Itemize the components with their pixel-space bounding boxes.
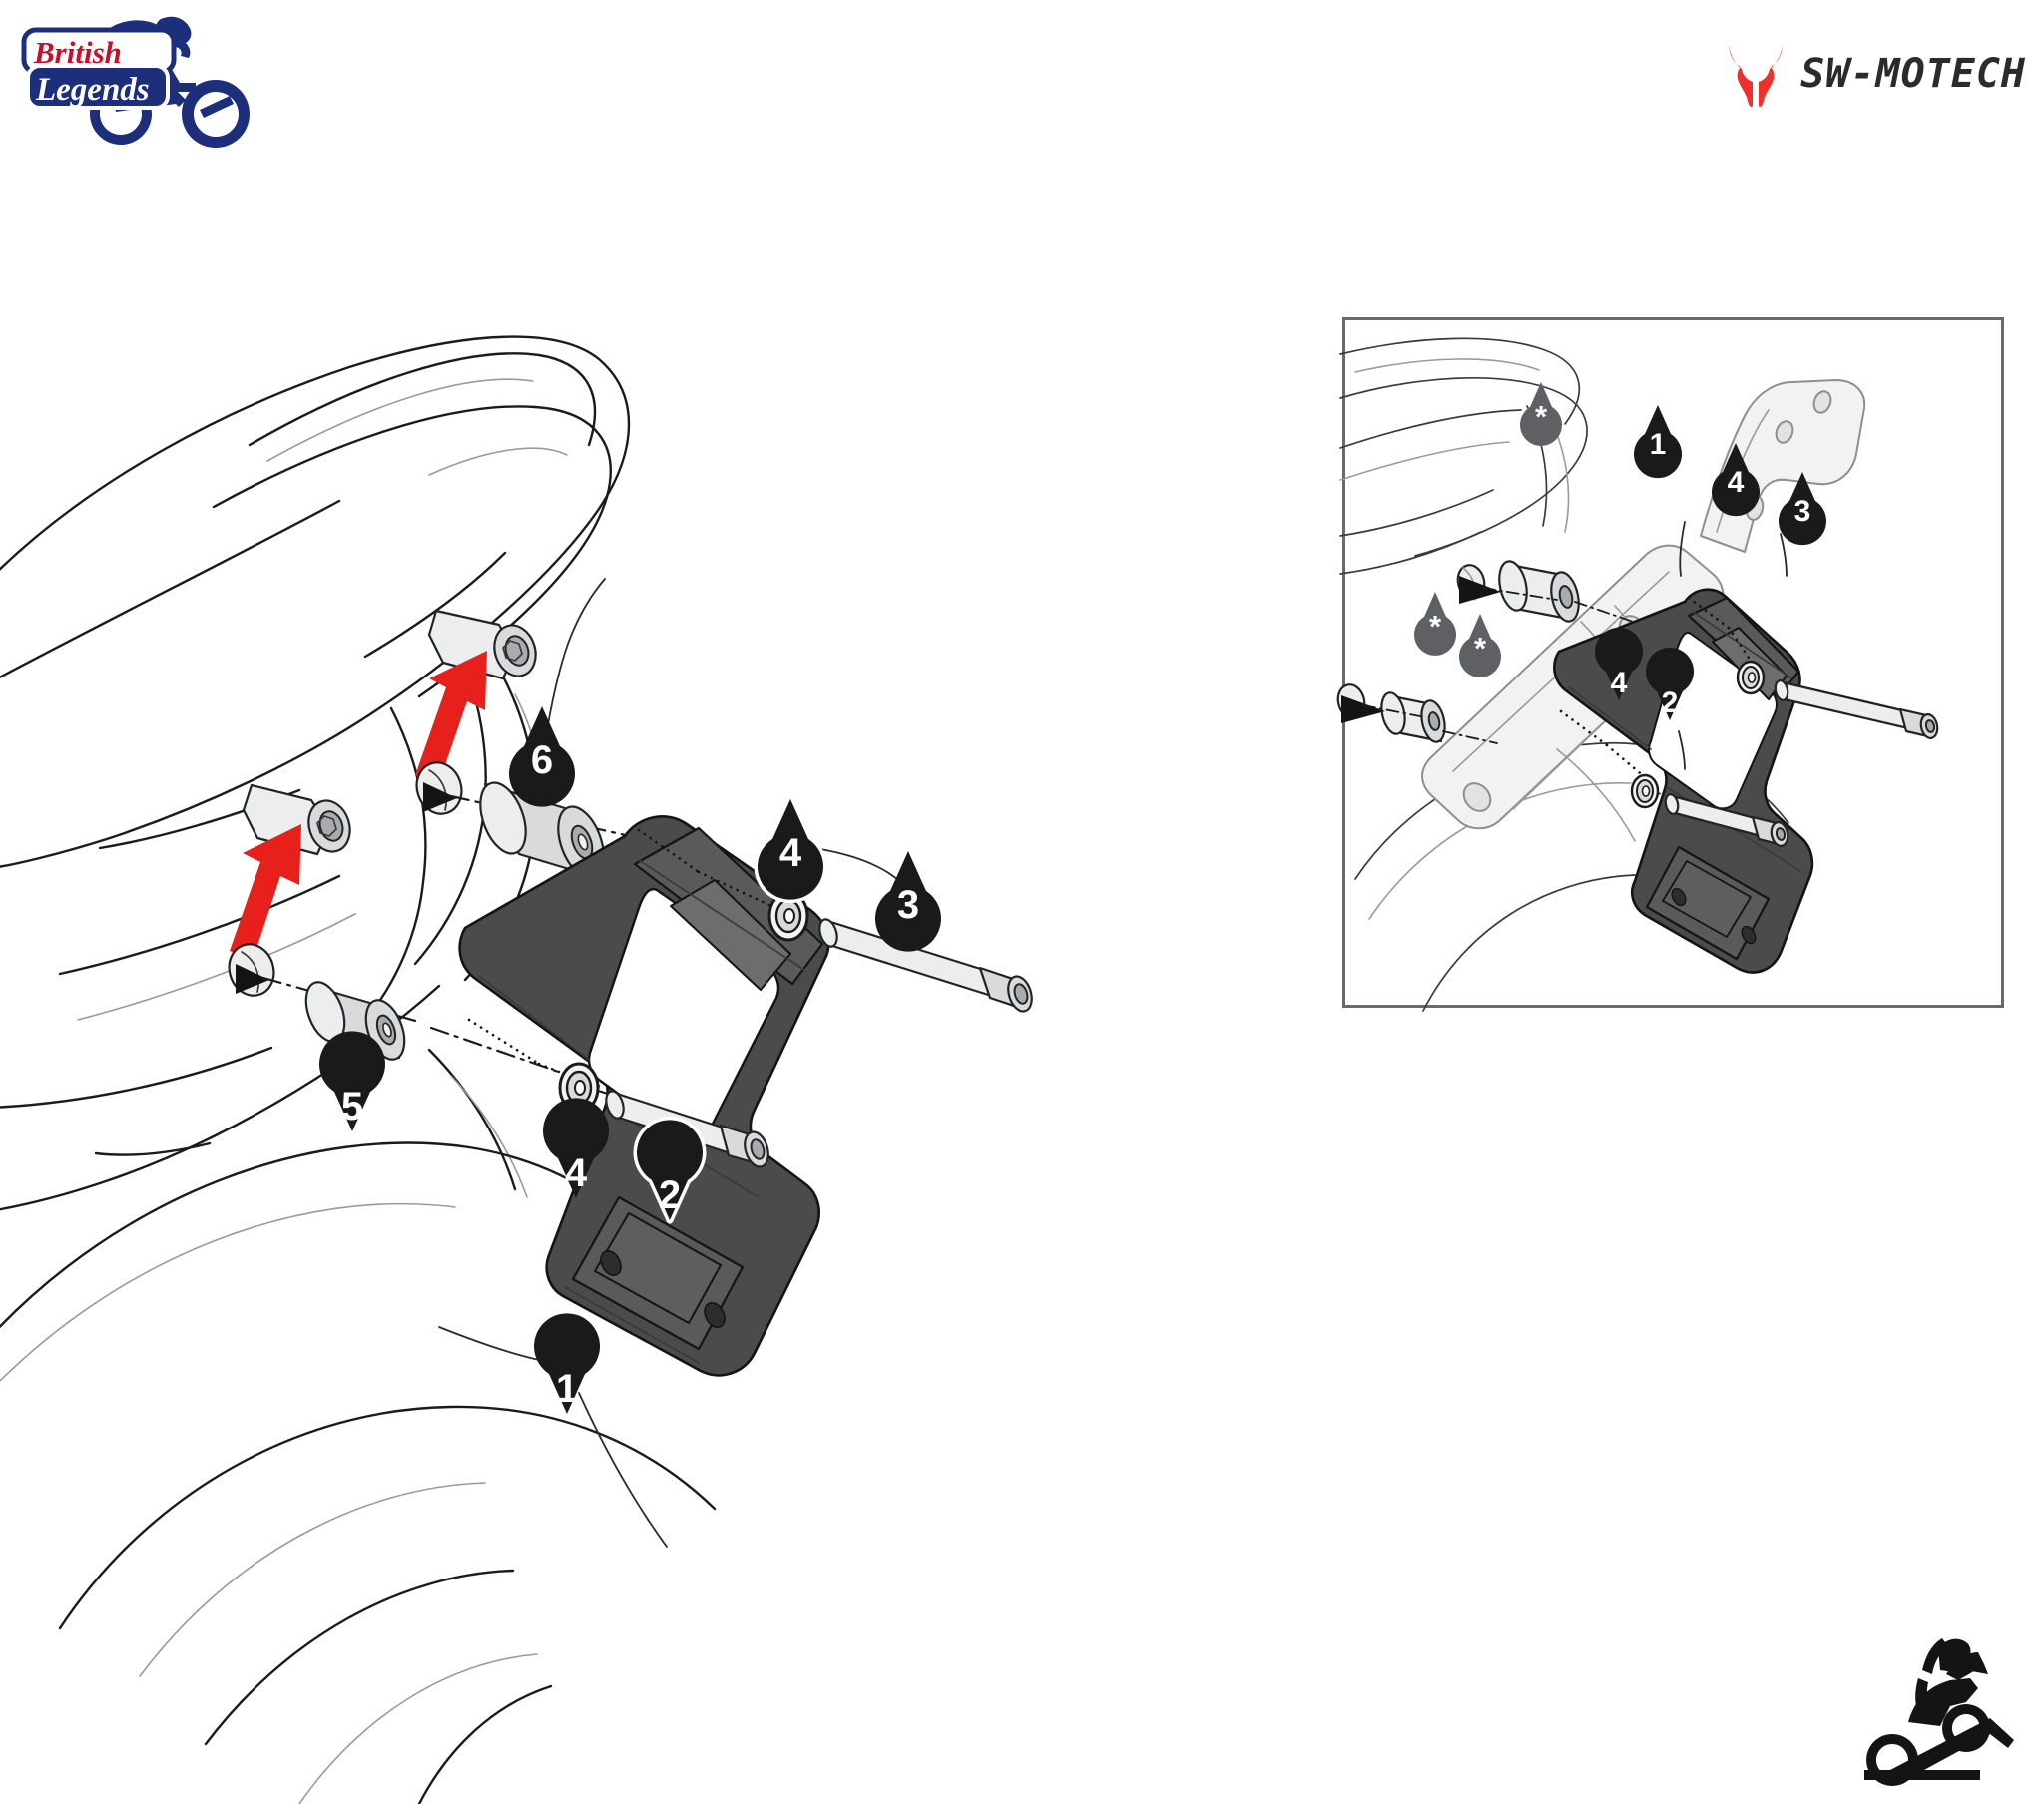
inset-washer-lower bbox=[1630, 773, 1660, 809]
inset-short-bolt bbox=[1664, 793, 1789, 847]
main-callout-4-upper[interactable]: 4 bbox=[754, 795, 827, 904]
inset-detail-view: * 1 4 3 * bbox=[1336, 317, 2004, 1012]
inset-callout-asterisk-1[interactable]: * bbox=[1520, 382, 1562, 446]
main-callout-6-label: 6 bbox=[531, 738, 553, 782]
inset-callout-3-label: 3 bbox=[1794, 495, 1811, 528]
inset-side-carrier bbox=[1553, 588, 1814, 974]
inset-callout-4-upper-label: 4 bbox=[1728, 466, 1745, 499]
mount-hole-lower bbox=[228, 943, 275, 997]
removal-arrow-lower bbox=[230, 824, 301, 961]
main-callout-4-lower[interactable]: 4 bbox=[542, 1098, 609, 1198]
inset-carrier-plate-recess bbox=[1662, 860, 1752, 938]
motorcycle-tail-outline bbox=[0, 335, 717, 1804]
main-callout-4-upper-label: 4 bbox=[779, 831, 802, 875]
long-bolt-part3 bbox=[818, 918, 1033, 1013]
british-legends-logo: British Legends bbox=[14, 6, 254, 148]
sw-motech-wordmark: SW-MOTECH bbox=[1800, 51, 2026, 97]
spacer-sleeve-upper-part6 bbox=[479, 781, 605, 880]
inset-callout-3[interactable]: 3 bbox=[1779, 472, 1826, 546]
logo-plaque bbox=[21, 27, 177, 110]
original-bolt-lower bbox=[242, 783, 351, 856]
inset-callout-asterisk-2-label: * bbox=[1429, 609, 1442, 644]
logo-text-legends: Legends bbox=[35, 72, 150, 108]
inset-mount-hole-upper bbox=[1456, 564, 1501, 604]
bull-head-icon bbox=[1729, 45, 1784, 107]
inset-mount-hole-lower bbox=[1336, 683, 1385, 723]
main-callout-6[interactable]: 6 bbox=[509, 706, 576, 807]
inset-long-bolt bbox=[1774, 679, 1939, 739]
main-callout-4-lower-label: 4 bbox=[565, 1151, 588, 1195]
inset-leader-lines bbox=[1678, 521, 1788, 770]
inset-callout-1-label: 1 bbox=[1650, 428, 1667, 461]
removal-arrow-upper bbox=[415, 651, 487, 785]
inset-callout-1[interactable]: 1 bbox=[1634, 405, 1682, 479]
inset-washer-upper bbox=[1736, 660, 1766, 695]
original-bolt-upper bbox=[427, 609, 537, 680]
inset-illustration: * 1 4 3 * bbox=[1336, 320, 2001, 1012]
inset-callout-asterisk-3[interactable]: * bbox=[1459, 614, 1501, 677]
inset-callout-asterisk-1-label: * bbox=[1535, 399, 1548, 434]
inset-callout-2[interactable]: 2 bbox=[1646, 647, 1694, 720]
inset-callout-4-lower[interactable]: 4 bbox=[1595, 627, 1643, 700]
main-callout-3-label: 3 bbox=[897, 883, 919, 927]
inset-callout-2-label: 2 bbox=[1662, 686, 1679, 719]
side-carrier-part1 bbox=[458, 815, 830, 1377]
main-callout-2[interactable]: 2 bbox=[633, 1116, 707, 1224]
carrier-plate-recess bbox=[594, 1212, 722, 1324]
main-callout-5-label: 5 bbox=[341, 1085, 363, 1128]
motorcycle-rider-icon bbox=[1862, 1630, 2022, 1790]
main-callout-3[interactable]: 3 bbox=[875, 851, 942, 952]
inset-callout-4-lower-label: 4 bbox=[1611, 667, 1628, 699]
inset-callout-4-upper[interactable]: 4 bbox=[1712, 443, 1760, 517]
inset-callout-asterisk-2[interactable]: * bbox=[1414, 592, 1456, 656]
main-callout-2-label: 2 bbox=[659, 1173, 681, 1217]
main-callout-5[interactable]: 5 bbox=[319, 1031, 386, 1131]
sw-motech-logo: SW-MOTECH bbox=[1725, 38, 2026, 110]
mount-hole-upper bbox=[415, 761, 463, 815]
carrier-hidden-hole-marks bbox=[467, 828, 790, 1090]
inset-spacer-lower bbox=[1380, 691, 1446, 743]
inset-spacer-upper bbox=[1498, 560, 1580, 623]
inset-hidden-hole-marks bbox=[1559, 596, 1751, 779]
main-exploded-view: 6 4 3 5 4 2 bbox=[0, 150, 1397, 1804]
inset-callout-asterisk-3-label: * bbox=[1474, 631, 1487, 666]
main-callout-1-label: 1 bbox=[556, 1367, 578, 1411]
logo-text-british: British bbox=[33, 35, 122, 70]
main-callout-1[interactable]: 1 bbox=[534, 1313, 600, 1414]
